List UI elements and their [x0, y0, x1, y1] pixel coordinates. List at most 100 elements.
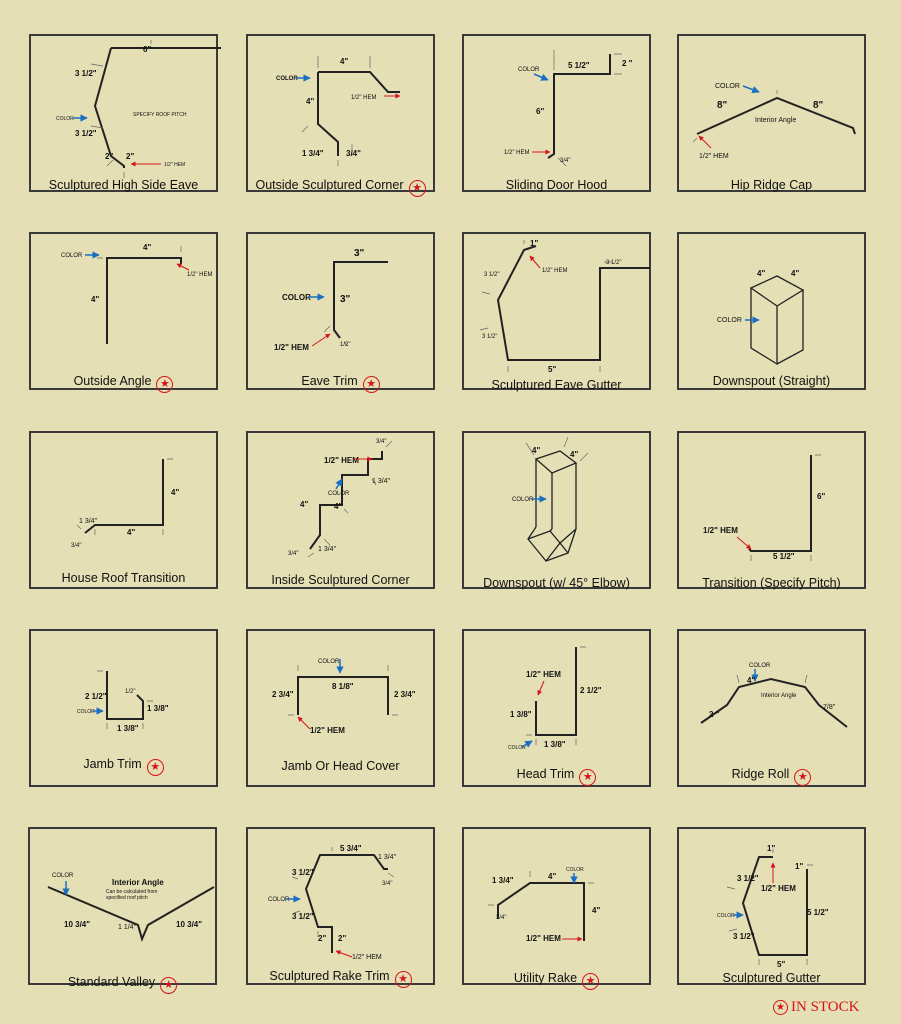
dim-label: 1 3/4": [372, 478, 391, 485]
color-label: COLOR: [318, 659, 340, 665]
product-title: Downspout (Straight): [712, 374, 831, 388]
product-card-sculptured-high-side-eave[interactable]: 6" 3 1/2" SPECIFY ROOF PITCH COLOR 3 1/2…: [29, 34, 221, 192]
profile-diagram: COLOR 8" 8" Interior Angle 1/2" HEM: [692, 83, 856, 160]
hem-label: 1/2" HEM: [703, 526, 738, 535]
dim-label: 6": [817, 492, 825, 501]
product-card-transition-specify-pitch[interactable]: 6" 1/2" HEM 5 1/2" Transition (Specify P…: [677, 431, 866, 590]
color-label: COLOR: [52, 873, 74, 879]
hem-label: 1/2" HEM: [352, 954, 382, 961]
color-label: COLOR: [77, 709, 95, 715]
product-card-outside-angle[interactable]: COLOR 4" 1/2" HEM 4" Outside Angle ★: [29, 232, 218, 393]
dim-label: 8": [717, 100, 728, 111]
in-stock-star-icon: ★: [146, 759, 164, 776]
product-card-sculptured-gutter[interactable]: 1" 1" 3 1/2" 1/2" HEM COLOR 5 1/2" 3 1/2…: [677, 827, 866, 985]
hem-label: 1/2" HEM: [274, 343, 309, 352]
color-label: COLOR: [508, 745, 526, 751]
dim-label: 3/4": [496, 915, 506, 921]
dim-label: 8 1/8": [332, 682, 354, 691]
hem-label: 1/2" HEM: [504, 150, 529, 156]
dim-label: 4": [91, 295, 99, 304]
dim-label: 2 3/4": [394, 690, 416, 699]
product-card-inside-sculptured-corner[interactable]: 3/4" 1/2" HEM 1 3/4" COLOR 4" 4" 3/4" 1 …: [246, 431, 435, 589]
in-stock-star-icon: ★: [579, 769, 597, 786]
dim-label: 1 3/8": [117, 724, 139, 733]
dim-label: 1": [795, 862, 803, 871]
dim-label: 4": [171, 488, 179, 497]
dim-label: 3/4": [376, 439, 386, 445]
hem-label: 1/2" HEM: [187, 272, 212, 278]
product-card-house-roof-transition[interactable]: 4" 1 3/4" 4" 3/4" House Roof Transition: [29, 431, 218, 589]
product-title: Outside Sculptured Corner: [255, 178, 404, 192]
hem-label: 1/2" HEM: [310, 726, 345, 735]
product-title: Jamb Trim: [83, 757, 142, 771]
product-card-ridge-roll[interactable]: COLOR 4" Interior Angle 2 " 7/8" Ridge R…: [677, 629, 866, 787]
dim-label: 2 1/2": [85, 692, 107, 701]
color-label: COLOR: [268, 897, 290, 903]
hem-label: 1/2" HEM: [761, 884, 796, 893]
product-title: Inside Sculptured Corner: [271, 573, 410, 587]
note-label: SPECIFY ROOF PITCH: [133, 112, 187, 118]
dim-label: 2 ": [622, 59, 633, 68]
product-title: Sculptured Gutter: [722, 971, 821, 985]
dim-label: 3 1/2": [75, 69, 97, 78]
hem-label: 1/2" HEM: [699, 153, 729, 160]
dim-label: 4": [592, 906, 600, 915]
dim-label: 1 3/8": [147, 704, 169, 713]
product-title: Downspout (w/ 45° Elbow): [483, 576, 630, 590]
dim-label: 4": [757, 269, 765, 278]
dim-label: 1 3/8": [510, 710, 532, 719]
profile-diagram: 1 3/4" 4" COLOR 4" 3/4" 1/2" HEM: [488, 867, 600, 943]
star-in-circle-icon: ★: [773, 1000, 788, 1015]
product-card-utility-rake[interactable]: 1 3/4" 4" COLOR 4" 3/4" 1/2" HEM Utility…: [462, 827, 651, 990]
product-card-standard-valley[interactable]: COLOR Interior Angle Can be calculated f…: [28, 827, 217, 994]
product-card-sliding-door-hood[interactable]: COLOR 5 1/2" 2 " 6" 1/2" HEM 3/4" Slidin…: [462, 34, 651, 192]
product-card-jamb-or-head-cover[interactable]: COLOR 8 1/8" 2 3/4" 2 3/4" 1/2" HEM Jamb…: [246, 629, 435, 787]
profile-diagram: 6" 3 1/2" SPECIFY ROOF PITCH COLOR 3 1/2…: [56, 40, 221, 178]
in-stock-star-icon: ★: [794, 769, 812, 786]
dim-label: 2 ": [709, 710, 720, 719]
dim-label: 4": [143, 243, 151, 252]
profile-diagram: COLOR 8 1/8" 2 3/4" 2 3/4" 1/2" HEM: [272, 659, 416, 735]
dim-label: 1 3/4": [378, 854, 397, 861]
dim-label: 3 1/2": [484, 272, 499, 278]
dim-label: 2": [338, 934, 346, 943]
product-card-downspout-straight[interactable]: 4" 4" COLOR Downspout (Straight): [677, 232, 866, 390]
product-card-outside-sculptured-corner[interactable]: 4" COLOR 1/2" HEM 4" 1 3/4" 3/4" Outside…: [246, 34, 435, 197]
product-card-head-trim[interactable]: 1/2" HEM 2 1/2" 1 3/8" COLOR 1 3/8" Head…: [462, 629, 651, 787]
profile-diagram: COLOR Interior Angle Can be calculated f…: [47, 873, 215, 942]
color-label: COLOR: [566, 867, 584, 873]
dim-label: 3/4": [560, 158, 570, 164]
dim-label: 3": [340, 294, 351, 305]
product-title: Outside Angle: [73, 374, 152, 388]
dim-label: 4": [340, 57, 348, 66]
hem-label: 1/2" HEM: [351, 95, 376, 101]
dim-label: 6": [143, 45, 151, 54]
product-card-sculptured-rake-trim[interactable]: 5 3/4" 1 3/4" 3 1/2" 3/4" COLOR 3 1/2" 2…: [246, 827, 435, 988]
product-card-jamb-trim[interactable]: 2 1/2" 1/2" 1 3/8" COLOR 1 3/8" Jamb Tri…: [29, 629, 218, 787]
product-card-downspout-45-elbow[interactable]: 4" 4" COLOR Downspout (w/ 45° Elbow): [462, 431, 651, 590]
dim-label: 5 1/2": [807, 908, 829, 917]
dim-label: 2": [105, 152, 113, 161]
product-card-eave-trim[interactable]: 3" COLOR 3" 1/2" HEM 1/2" Eave Trim★: [246, 232, 435, 393]
dim-label: 5 3/4": [340, 844, 362, 853]
profile-diagram: 1" 1" 3 1/2" 1/2" HEM COLOR 5 1/2" 3 1/2…: [717, 844, 829, 969]
profile-diagram: COLOR 4" 1/2" HEM 4": [61, 243, 212, 344]
in-stock-star-icon: ★: [156, 376, 174, 393]
dim-label: 4": [747, 676, 755, 685]
dim-label: 2": [318, 934, 326, 943]
dim-label: 1": [530, 239, 538, 248]
dim-label: 2": [126, 152, 134, 161]
dim-label: 5": [777, 960, 785, 969]
dim-label: 3 1/2": [75, 129, 97, 138]
product-card-hip-ridge-cap[interactable]: COLOR 8" 8" Interior Angle 1/2" HEM Hip …: [677, 34, 866, 192]
profile-diagram: COLOR 5 1/2" 2 " 6" 1/2" HEM 3/4": [504, 50, 633, 167]
hem-label: 1/2" HEM: [324, 456, 359, 465]
dim-label: 1": [767, 844, 775, 853]
dim-label: 3": [354, 248, 365, 259]
dim-label: 1 1/4": [118, 924, 137, 931]
dim-label: 3/4": [71, 543, 81, 549]
product-card-sculptured-eave-gutter[interactable]: 1" 1/2" HEM 3 1/2" 3 1/2" 3 1/2" 5" Scul…: [462, 232, 651, 392]
dim-label: 5": [548, 365, 556, 374]
hem-label: 1/2" HEM: [542, 268, 567, 274]
product-title: Ridge Roll: [731, 767, 790, 781]
